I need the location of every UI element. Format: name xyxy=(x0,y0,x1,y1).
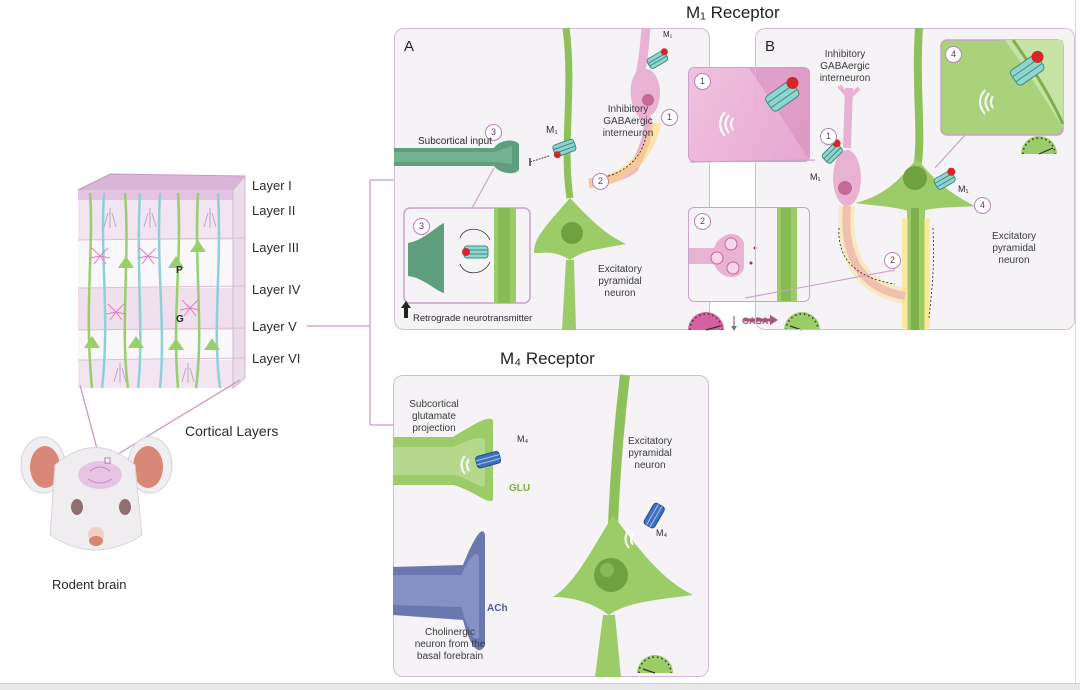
cortical-block xyxy=(77,173,246,390)
panel-b-illustration xyxy=(689,27,1065,330)
m4-activity-gauge xyxy=(637,655,673,673)
layer-label-4: Layer IV xyxy=(252,282,301,297)
panel-a-illustration xyxy=(394,27,669,330)
cholinergic-neuron-label: Cholinergic neuron from the basal forebr… xyxy=(414,627,486,662)
m4-illustration xyxy=(393,374,693,677)
m1-label-b-interneuron: M₁ xyxy=(810,172,821,182)
inset-1-illustration xyxy=(719,68,809,160)
step-marker-3: 3 xyxy=(485,124,502,141)
m1-label-b-pyramidal: M₁ xyxy=(958,184,969,194)
inset-4-marker: 4 xyxy=(945,46,962,63)
glial-marker: G xyxy=(176,314,184,325)
retrograde-neurotransmitter-label: Retrograde neurotransmitter xyxy=(413,313,533,324)
gaba-gauges xyxy=(688,312,820,331)
step-marker-b-4: 4 xyxy=(974,197,991,214)
step-marker-1: 1 xyxy=(661,109,678,126)
excitatory-pyramidal-label-a: Excitatory pyramidal neuron xyxy=(598,264,642,299)
layer-label-3: Layer III xyxy=(252,240,299,255)
inhibitory-interneuron-label-b: Inhibitory GABAergic interneuron xyxy=(819,49,871,84)
step-marker-b-2: 2 xyxy=(884,252,901,269)
layer-label-1: Layer I xyxy=(252,178,292,193)
inset-2-gaba-release xyxy=(688,207,810,302)
m1-label-a: M₁ xyxy=(546,125,558,136)
excitatory-pyramidal-label-b: Excitatory pyramidal neuron xyxy=(992,231,1036,266)
m4-label-pyramidal: M₄ xyxy=(656,528,668,538)
m4-panel xyxy=(393,375,709,677)
window-edge xyxy=(1075,0,1076,683)
excitatory-pyramidal-label-m4: Excitatory pyramidal neuron xyxy=(628,436,672,471)
inset-2-marker: 2 xyxy=(694,213,711,230)
layer-label-2: Layer II xyxy=(252,203,296,218)
m4-label-glu: M₄ xyxy=(517,434,529,444)
m4-receptor-title: M₄ Receptor xyxy=(500,349,595,368)
inset-3-marker: 3 xyxy=(413,218,430,235)
layer-label-5: Layer V xyxy=(252,319,297,334)
panel-b-letter: B xyxy=(765,38,776,55)
m1-receptor-title: M₁ Receptor xyxy=(686,3,780,22)
subcortical-input-label: Subcortical input xyxy=(418,136,492,147)
pyramidal-activity-gauge xyxy=(784,312,820,330)
inhibitory-interneuron-label-a: Inhibitory GABAergic interneuron xyxy=(602,104,654,139)
inset-2-illustration xyxy=(689,208,797,301)
rodent-brain-label: Rodent brain xyxy=(52,577,127,592)
glu-label: GLU xyxy=(509,483,531,494)
ach-label: ACh xyxy=(487,603,508,614)
m1-label-a-interneuron: M₁ xyxy=(663,30,673,39)
pyramidal-marker: P xyxy=(176,265,183,276)
layer-label-6: Layer VI xyxy=(252,351,301,366)
inset-1-interneuron-membrane xyxy=(688,67,810,162)
step-marker-2: 2 xyxy=(592,173,609,190)
rodent-head-illustration xyxy=(20,436,173,551)
step-marker-b-1: 1 xyxy=(820,128,837,145)
cortical-layers-label: Cortical Layers xyxy=(185,423,279,439)
m1-receptor-a xyxy=(552,138,577,159)
inset-1-marker: 1 xyxy=(694,73,711,90)
bottom-scroll-bar[interactable] xyxy=(0,683,1080,690)
glutamate-projection-label: Subcortical glutamate projection xyxy=(409,399,459,434)
interneuron-activity-gauge xyxy=(688,312,724,330)
panel-a-letter: A xyxy=(404,38,415,55)
